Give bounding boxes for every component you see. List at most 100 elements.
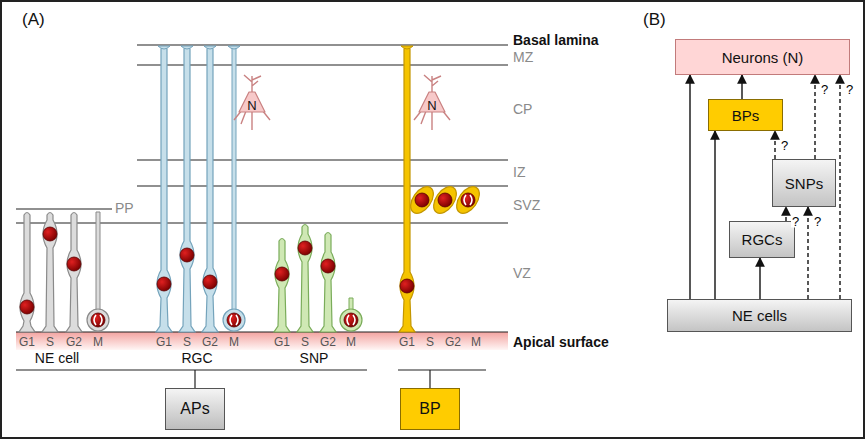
chromatin: [464, 195, 472, 205]
layer-label: PP: [115, 201, 134, 216]
cells: [19, 46, 484, 332]
nucleus: [415, 193, 429, 207]
cell-body: [87, 309, 109, 331]
layer-label: Basal lamina: [513, 33, 599, 48]
phase-label: M: [93, 336, 103, 349]
edge-label: ?: [813, 215, 822, 228]
cell-type-label: NE cell: [35, 351, 79, 366]
phase-label: G1: [274, 336, 290, 349]
layer-label: VZ: [513, 266, 531, 281]
dashed-arrow: [774, 131, 775, 159]
nucleus: [20, 300, 34, 314]
cell-process: [96, 212, 100, 310]
node-text: RGCs: [742, 231, 783, 248]
cell-body: [297, 225, 313, 333]
solid-arrow: [714, 131, 715, 299]
endfoot: [158, 46, 170, 49]
neuron-cell: N: [412, 74, 452, 130]
cell-type-label: SNP: [300, 351, 329, 366]
cell-body: [202, 47, 218, 333]
cell-body: [223, 309, 245, 331]
node-text: Neurons (N): [722, 49, 804, 66]
chromatin: [230, 315, 238, 325]
nucleus: [157, 277, 171, 291]
apical-line: [16, 331, 508, 332]
node-text: N: [427, 98, 436, 113]
layer-label: CP: [513, 102, 532, 117]
svz-bp-cell: [406, 183, 438, 218]
cell-body: [340, 309, 362, 331]
phase-label: M: [471, 336, 481, 349]
cell-type-label: RGC: [181, 351, 212, 366]
phase-label: G2: [445, 336, 461, 349]
endfoot: [401, 46, 413, 49]
node-text: APs: [180, 400, 209, 418]
phase-label: M: [346, 336, 356, 349]
nucleus: [67, 257, 81, 271]
svz-bp-cell: [452, 183, 484, 218]
nucleus: [43, 227, 57, 241]
chromatin: [94, 315, 102, 325]
panel-letter: (B): [643, 11, 666, 30]
phase-label: S: [46, 336, 54, 349]
cell-type-box: Neurons (N): [675, 39, 850, 75]
edge-label: ?: [780, 139, 789, 152]
solid-arrow: [741, 75, 742, 99]
cell-type-box: RGCs: [729, 221, 795, 258]
progenitor-box: APs: [165, 388, 225, 430]
cell-process: [232, 46, 236, 310]
cell-body: [42, 213, 58, 333]
nucleus: [461, 193, 475, 207]
phase-label: S: [426, 336, 434, 349]
layer-label: MZ: [513, 50, 533, 65]
cell-body: [179, 47, 195, 333]
edge-label: ?: [845, 83, 854, 96]
cell-body: [66, 213, 82, 333]
phase-label: G1: [156, 336, 172, 349]
cell-type-box: SNPs: [772, 159, 836, 207]
nucleus: [91, 313, 105, 327]
dashed-arrow: [814, 75, 815, 159]
nucleus: [400, 279, 414, 293]
node-text: SNPs: [785, 175, 823, 192]
progenitor-box: BP: [400, 388, 460, 430]
phase-label: G2: [320, 336, 336, 349]
phase-label: S: [183, 336, 191, 349]
phase-label: M: [229, 336, 239, 349]
nucleus: [227, 313, 241, 327]
cell-body: [320, 233, 336, 333]
cell-body: [274, 239, 290, 333]
panel-letter: (A): [22, 11, 45, 30]
endfoot: [228, 46, 240, 49]
zone-lines: [16, 45, 508, 388]
node-text: BPs: [732, 107, 760, 124]
phase-label: G1: [19, 336, 35, 349]
solid-arrow: [759, 258, 760, 299]
node-text: N: [247, 98, 256, 113]
layer-label: Apical surface: [513, 335, 609, 350]
dashed-arrow: [807, 207, 808, 299]
cell-type-box: NE cells: [667, 299, 852, 332]
nucleus: [321, 259, 335, 273]
neuron-cell: N: [232, 74, 272, 130]
phase-label: S: [301, 336, 309, 349]
nucleus: [298, 241, 312, 255]
nucleus: [438, 193, 452, 207]
node-text: BP: [419, 400, 440, 418]
cell-process: [349, 298, 353, 310]
nucleus: [275, 267, 289, 281]
cell-body: [399, 47, 415, 333]
phase-label: G1: [399, 336, 415, 349]
svz-bp-cell: [429, 183, 461, 218]
endfoot: [204, 46, 216, 49]
edge-label: ?: [791, 215, 800, 228]
edge-label: ?: [820, 83, 829, 96]
solid-arrow: [689, 75, 690, 299]
dashed-arrow: [839, 75, 840, 299]
apical-band: [16, 332, 508, 350]
phase-label: G2: [66, 336, 82, 349]
chromatin: [347, 315, 355, 325]
nucleus: [203, 275, 217, 289]
cell-type-box: BPs: [708, 99, 783, 131]
endfoot: [181, 46, 193, 49]
